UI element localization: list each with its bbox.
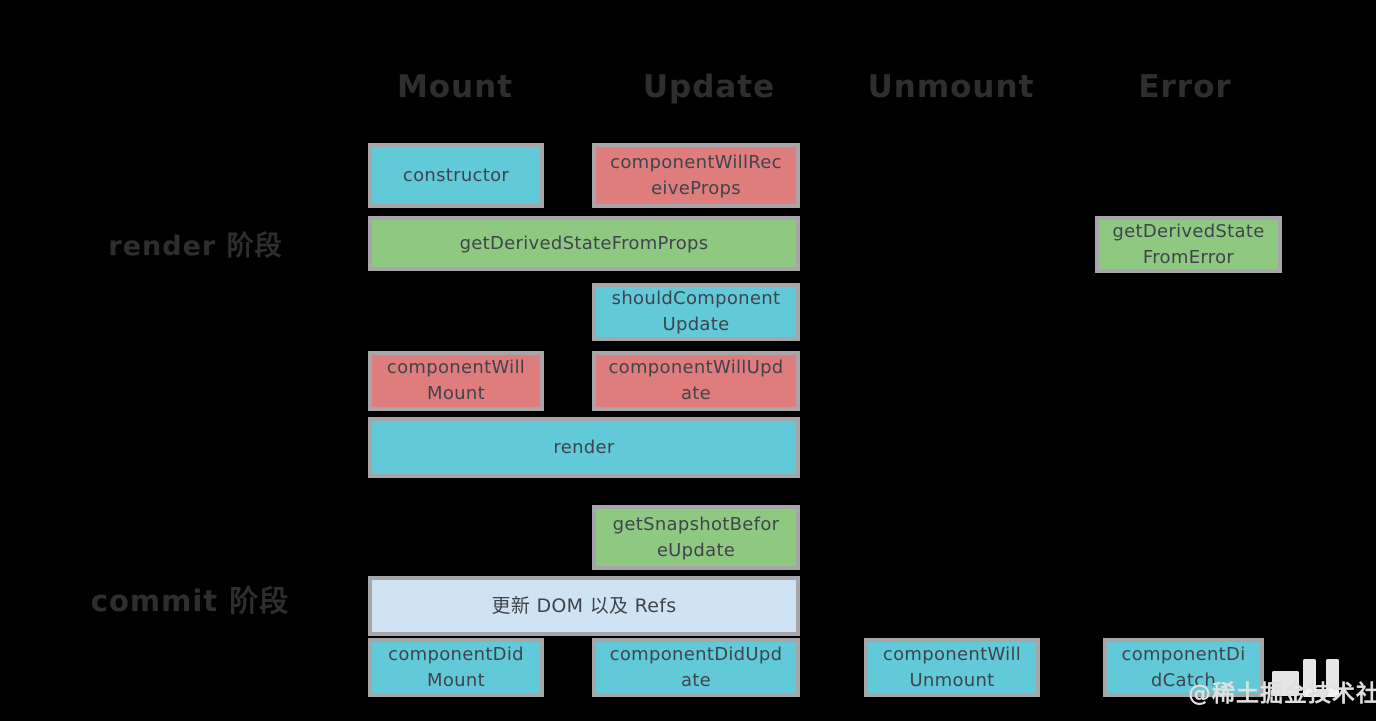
lifecycle-box-getDerivedStateFromProps: getDerivedStateFromProps	[368, 216, 800, 271]
juejin-watermark-text: @稀土掘金技术社区	[1188, 681, 1376, 707]
column-header-error: Error	[1138, 69, 1232, 105]
lifecycle-box-componentDidUpdate: componentDidUpdate	[592, 638, 800, 697]
column-header-unmount: Unmount	[867, 69, 1035, 105]
lifecycle-box-getSnapshotBeforeUpdate: getSnapshotBeforeUpdate	[592, 505, 800, 570]
lifecycle-box-componentDidCatch: componentDidCatch	[1103, 638, 1264, 697]
lifecycle-box-componentWillUpdate: componentWillUpdate	[592, 351, 800, 411]
phase-label-render: render 阶段	[108, 231, 283, 262]
lifecycle-box-componentWillReceiveProps: componentWillReceiveProps	[592, 143, 800, 208]
watermark-logo-fragment	[1272, 671, 1299, 696]
lifecycle-box-componentWillUnmount: componentWillUnmount	[864, 638, 1040, 697]
lifecycle-box-componentDidMount: componentDidMount	[368, 638, 544, 697]
lifecycle-box-render: render	[368, 417, 800, 478]
column-header-update: Update	[642, 69, 776, 105]
watermark-logo-fragment	[1303, 689, 1339, 697]
lifecycle-box-constructor: constructor	[368, 143, 544, 208]
lifecycle-box-componentWillMount: componentWillMount	[368, 351, 544, 411]
phase-label-commit: commit 阶段	[90, 584, 290, 618]
watermark-logo-fragment	[1303, 659, 1316, 697]
column-header-mount: Mount	[396, 69, 514, 105]
lifecycle-box-shouldComponentUpdate: shouldComponentUpdate	[592, 283, 800, 341]
watermark-logo-fragment	[1326, 659, 1339, 697]
lifecycle-box-getDerivedStateFromError: getDerivedStateFromError	[1095, 216, 1282, 273]
lifecycle-box-dom-refs-update: 更新 DOM 以及 Refs	[368, 576, 800, 636]
